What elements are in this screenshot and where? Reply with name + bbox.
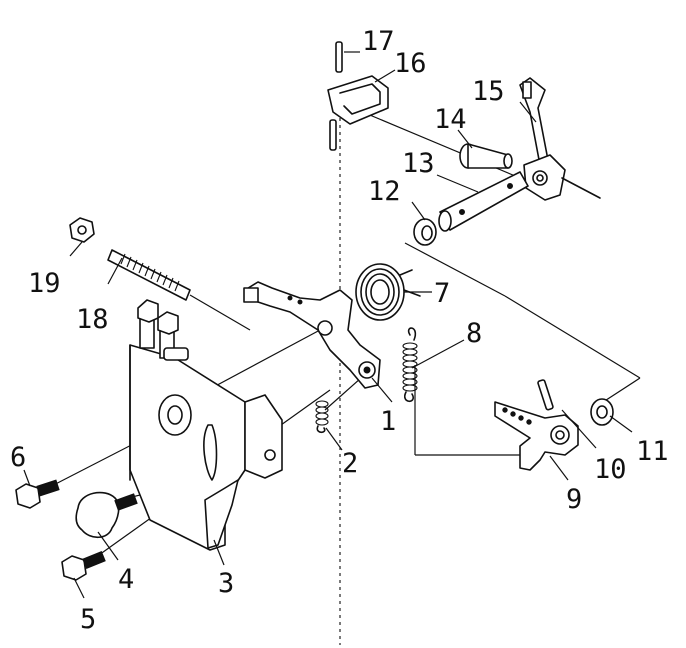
callout-14: 14 bbox=[434, 104, 467, 135]
part-13-shaft bbox=[438, 171, 529, 232]
part-18-threaded-rod bbox=[107, 249, 191, 301]
part-4-knob bbox=[75, 491, 138, 539]
callout-15: 15 bbox=[472, 76, 505, 107]
part-1-throttle-lever bbox=[243, 281, 381, 389]
part-7-torsion-spring bbox=[355, 263, 421, 321]
callout-8: 8 bbox=[466, 318, 482, 349]
part-6-bolt bbox=[15, 479, 60, 509]
callout-2: 2 bbox=[342, 448, 358, 479]
callout-17: 17 bbox=[362, 26, 395, 57]
part-14-bushing bbox=[459, 143, 513, 169]
callout-labels: 17 16 15 14 13 12 19 18 7 8 1 2 3 4 5 6 … bbox=[10, 26, 669, 635]
callout-6: 6 bbox=[10, 442, 26, 473]
callout-5: 5 bbox=[80, 604, 96, 635]
part-16-bracket-clip bbox=[327, 75, 389, 151]
part-5-bolt bbox=[61, 550, 106, 581]
callout-leaders bbox=[23, 51, 633, 599]
part-15-lever-arm bbox=[519, 77, 601, 201]
callout-13: 13 bbox=[402, 148, 435, 179]
part-9-governor-lever bbox=[494, 401, 579, 471]
callout-1: 1 bbox=[380, 406, 396, 437]
part-19-nut bbox=[69, 217, 95, 243]
callout-9: 9 bbox=[566, 484, 582, 515]
callout-4: 4 bbox=[118, 564, 134, 595]
part-11-washer bbox=[590, 398, 614, 426]
part-17-pin bbox=[335, 41, 343, 73]
callout-16: 16 bbox=[394, 48, 427, 79]
callout-3: 3 bbox=[218, 568, 234, 599]
callout-10: 10 bbox=[594, 454, 627, 485]
callout-19: 19 bbox=[28, 268, 61, 299]
part-3-main-bracket bbox=[129, 344, 283, 551]
part-10-pin bbox=[537, 379, 554, 411]
part-2-small-spring bbox=[315, 400, 329, 434]
bracket-top-bolts bbox=[137, 299, 189, 361]
part-12-washer bbox=[413, 218, 437, 246]
callout-18: 18 bbox=[76, 304, 109, 335]
callout-7: 7 bbox=[434, 278, 450, 309]
part-8-tension-spring bbox=[402, 327, 418, 403]
callout-11: 11 bbox=[636, 436, 669, 467]
callout-12: 12 bbox=[368, 176, 401, 207]
